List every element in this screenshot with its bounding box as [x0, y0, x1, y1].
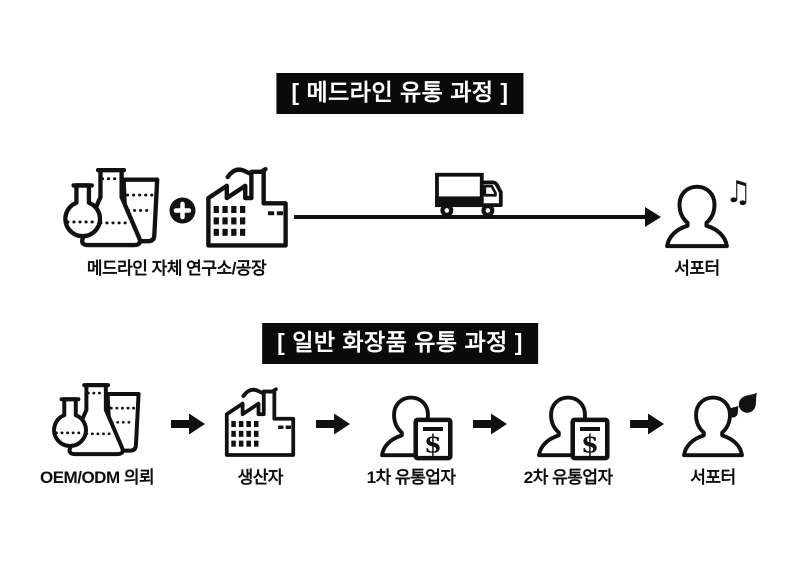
lab-flasks-icon [51, 383, 143, 458]
factory-icon [203, 163, 291, 249]
step-producer: 생산자 [222, 384, 298, 488]
music-note-icon: ♫ [725, 175, 752, 210]
medline-source-group: 메드라인 자체 연구소/공장 [62, 153, 291, 279]
factory-icon [222, 384, 298, 458]
plus-icon [169, 197, 196, 223]
step-oem-odm: OEM/ODM 의뢰 [40, 383, 155, 488]
step-label: 1차 유통업자 [366, 468, 456, 487]
flow-arrow [316, 412, 350, 436]
arrow-right-icon [473, 412, 507, 436]
sweat-drops-icon [729, 390, 763, 427]
step-label: 생산자 [237, 468, 284, 487]
lab-flasks-icon [62, 168, 162, 249]
flow-arrow [473, 412, 507, 436]
section1-title: [ 메드라인 유통 과정 ] [276, 73, 524, 114]
step-label: 서포터 [690, 468, 736, 487]
step-first-distributor: 1차 유통업자 [367, 384, 456, 488]
flow-arrow [171, 412, 205, 436]
arrow-line [294, 215, 649, 219]
arrow-right-icon [171, 412, 205, 436]
shipping-arrow [294, 153, 661, 249]
general-flow-row: OEM/ODM 의뢰 생산자 1차 유통업자 [40, 384, 745, 488]
step-supporter: 서포터 [681, 384, 745, 488]
medline-source-label: 메드라인 자체 연구소/공장 [86, 259, 267, 278]
arrow-head [645, 206, 661, 227]
medline-destination-group: ♫ 서포터 [664, 153, 752, 279]
money-icon [413, 417, 453, 461]
arrow-right-icon [630, 412, 664, 436]
flow-arrow [630, 412, 664, 436]
step-second-distributor: 2차 유통업자 [524, 384, 613, 488]
truck-icon [433, 170, 509, 219]
arrow-right-icon [316, 412, 350, 436]
step-label: OEM/ODM 의뢰 [40, 468, 155, 487]
medline-destination-label: 서포터 [674, 259, 720, 278]
person-icon [664, 182, 730, 249]
section2-title: [ 일반 화장품 유통 과정 ] [262, 323, 538, 364]
medline-flow-row: 메드라인 자체 연구소/공장 ♫ 서포터 [62, 153, 752, 279]
money-icon [570, 417, 610, 461]
step-label: 2차 유통업자 [523, 468, 613, 487]
